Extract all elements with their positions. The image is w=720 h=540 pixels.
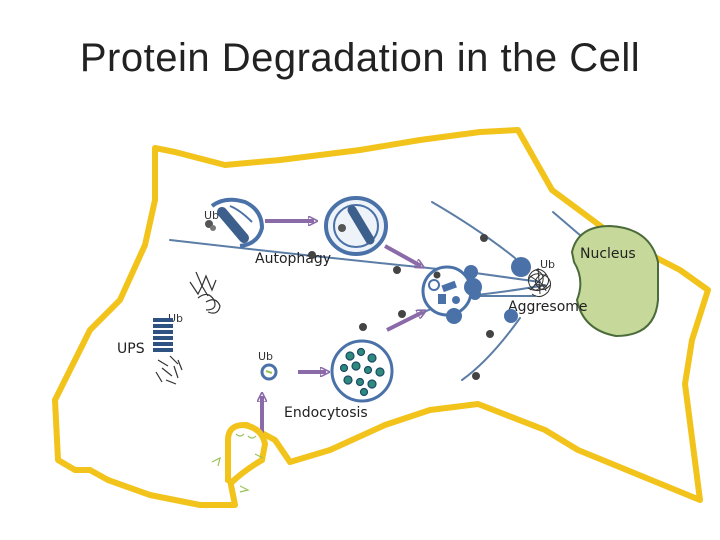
- vesicle: [504, 309, 518, 323]
- autophagosome: [324, 196, 388, 256]
- cargo-protein: [265, 370, 273, 374]
- proteasome: [153, 318, 173, 352]
- protein-blob: [210, 225, 216, 231]
- protein-blob: [398, 310, 406, 318]
- peptide-fragments: [155, 355, 183, 385]
- aggresome-mass: [527, 267, 552, 298]
- unfolded-protein: [189, 271, 221, 314]
- autophagy-label: Autophagy: [255, 251, 331, 267]
- ub-tag-aggresome: Ub: [540, 258, 555, 271]
- ub-tag-phagophore: Ub: [204, 209, 219, 222]
- endosome: [330, 339, 394, 403]
- protein-blob: [308, 251, 316, 259]
- protein-blob: [472, 372, 480, 380]
- ub-tag-endocytosis: Ub: [258, 350, 273, 363]
- arrow-to-lysosome: [384, 244, 421, 266]
- vesicle: [469, 288, 481, 300]
- diagram-title: Protein Degradation in the Cell: [79, 36, 641, 80]
- vesicle: [511, 257, 531, 277]
- lysosome: [421, 265, 473, 317]
- phagophore: [210, 197, 265, 248]
- ups-label: UPS: [117, 341, 145, 357]
- protein-blob: [393, 266, 401, 274]
- vesicle: [446, 308, 462, 324]
- aggresome-label: Aggresome: [508, 299, 588, 315]
- nucleus-label: Nucleus: [580, 246, 636, 262]
- vesicle: [464, 265, 478, 279]
- nucleus: [570, 224, 659, 338]
- cell-membrane: [52, 127, 711, 508]
- endocytic-pit: [211, 421, 269, 493]
- protein-blob: [359, 323, 367, 331]
- protein-blob: [480, 234, 488, 242]
- protein-blob: [486, 330, 494, 338]
- endocytosis-label: Endocytosis: [284, 405, 368, 421]
- arrow-endosome-to-lysosome: [386, 312, 423, 332]
